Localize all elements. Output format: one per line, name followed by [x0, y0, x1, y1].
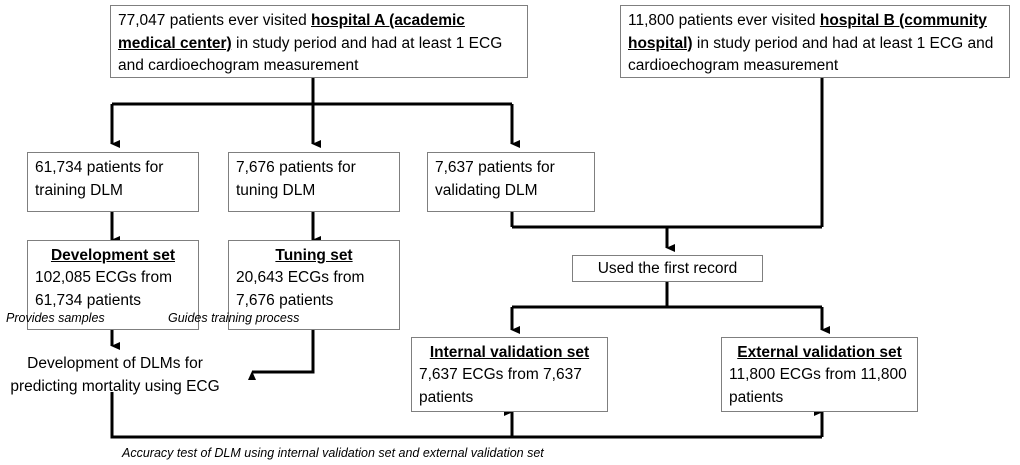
development-set-header: Development set: [50, 247, 176, 264]
used-first-record-label: Used the first record: [597, 260, 738, 277]
accuracy-test-label: Accuracy test of DLM using internal vali…: [122, 446, 544, 460]
training-patients-label: 61,734 patients for training DLM: [35, 159, 164, 199]
box-hospital-b: 11,800 patients ever visited hospital B …: [620, 5, 1010, 78]
box-hospital-a: 77,047 patients ever visited hospital A …: [110, 5, 528, 78]
annotation-accuracy-test: Accuracy test of DLM using internal vali…: [122, 446, 544, 460]
internal-validation-body: 7,637 ECGs from 7,637 patients: [419, 366, 582, 406]
box-tuning-set: Tuning set 20,643 ECGs from 7,676 patien…: [228, 240, 400, 330]
hospital-a-post: in study period and had at least 1 ECG a…: [118, 34, 503, 75]
tuning-patients-label: 7,676 patients for tuning DLM: [236, 159, 356, 199]
annotation-provides-samples: Provides samples: [6, 311, 105, 325]
box-tuning-patients: 7,676 patients for tuning DLM: [228, 152, 400, 212]
hospital-b-post: in study period and had at least 1 ECG a…: [628, 34, 994, 75]
node-dlm-development: Development of DLMs for predicting morta…: [4, 352, 226, 399]
box-validating-patients: 7,637 patients for validating DLM: [427, 152, 595, 212]
tuning-set-body: 20,643 ECGs from 7,676 patients: [236, 269, 365, 309]
hospital-b-emphasis: hospital B (community hospital): [628, 12, 987, 52]
tuning-set-header: Tuning set: [275, 247, 353, 264]
dlm-development-label: Development of DLMs for predicting morta…: [10, 355, 220, 396]
box-external-validation-set: External validation set 11,800 ECGs from…: [721, 337, 918, 412]
connector-feedback-loop: [110, 392, 822, 439]
development-set-body: 102,085 ECGs from 61,734 patients: [35, 269, 172, 309]
guides-training-label: Guides training process: [168, 311, 300, 325]
box-used-first-record: Used the first record: [572, 255, 763, 282]
external-validation-body: 11,800 ECGs from 11,800 patients: [729, 366, 907, 406]
hospital-b-pre: 11,800 patients ever visited: [628, 12, 820, 29]
provides-samples-label: Provides samples: [6, 311, 105, 325]
hospital-a-pre: 77,047 patients ever visited: [118, 12, 312, 29]
internal-validation-header: Internal validation set: [429, 344, 590, 361]
validating-patients-label: 7,637 patients for validating DLM: [435, 159, 555, 199]
hospital-a-emphasis: hospital A (academic medical center): [118, 12, 465, 52]
box-development-set: Development set 102,085 ECGs from 61,734…: [27, 240, 199, 330]
annotation-guides-training: Guides training process: [168, 311, 299, 325]
connector-tuningset-to-dlm: [248, 330, 315, 380]
box-training-patients: 61,734 patients for training DLM: [27, 152, 199, 212]
box-internal-validation-set: Internal validation set 7,637 ECGs from …: [411, 337, 608, 412]
external-validation-header: External validation set: [737, 344, 902, 361]
